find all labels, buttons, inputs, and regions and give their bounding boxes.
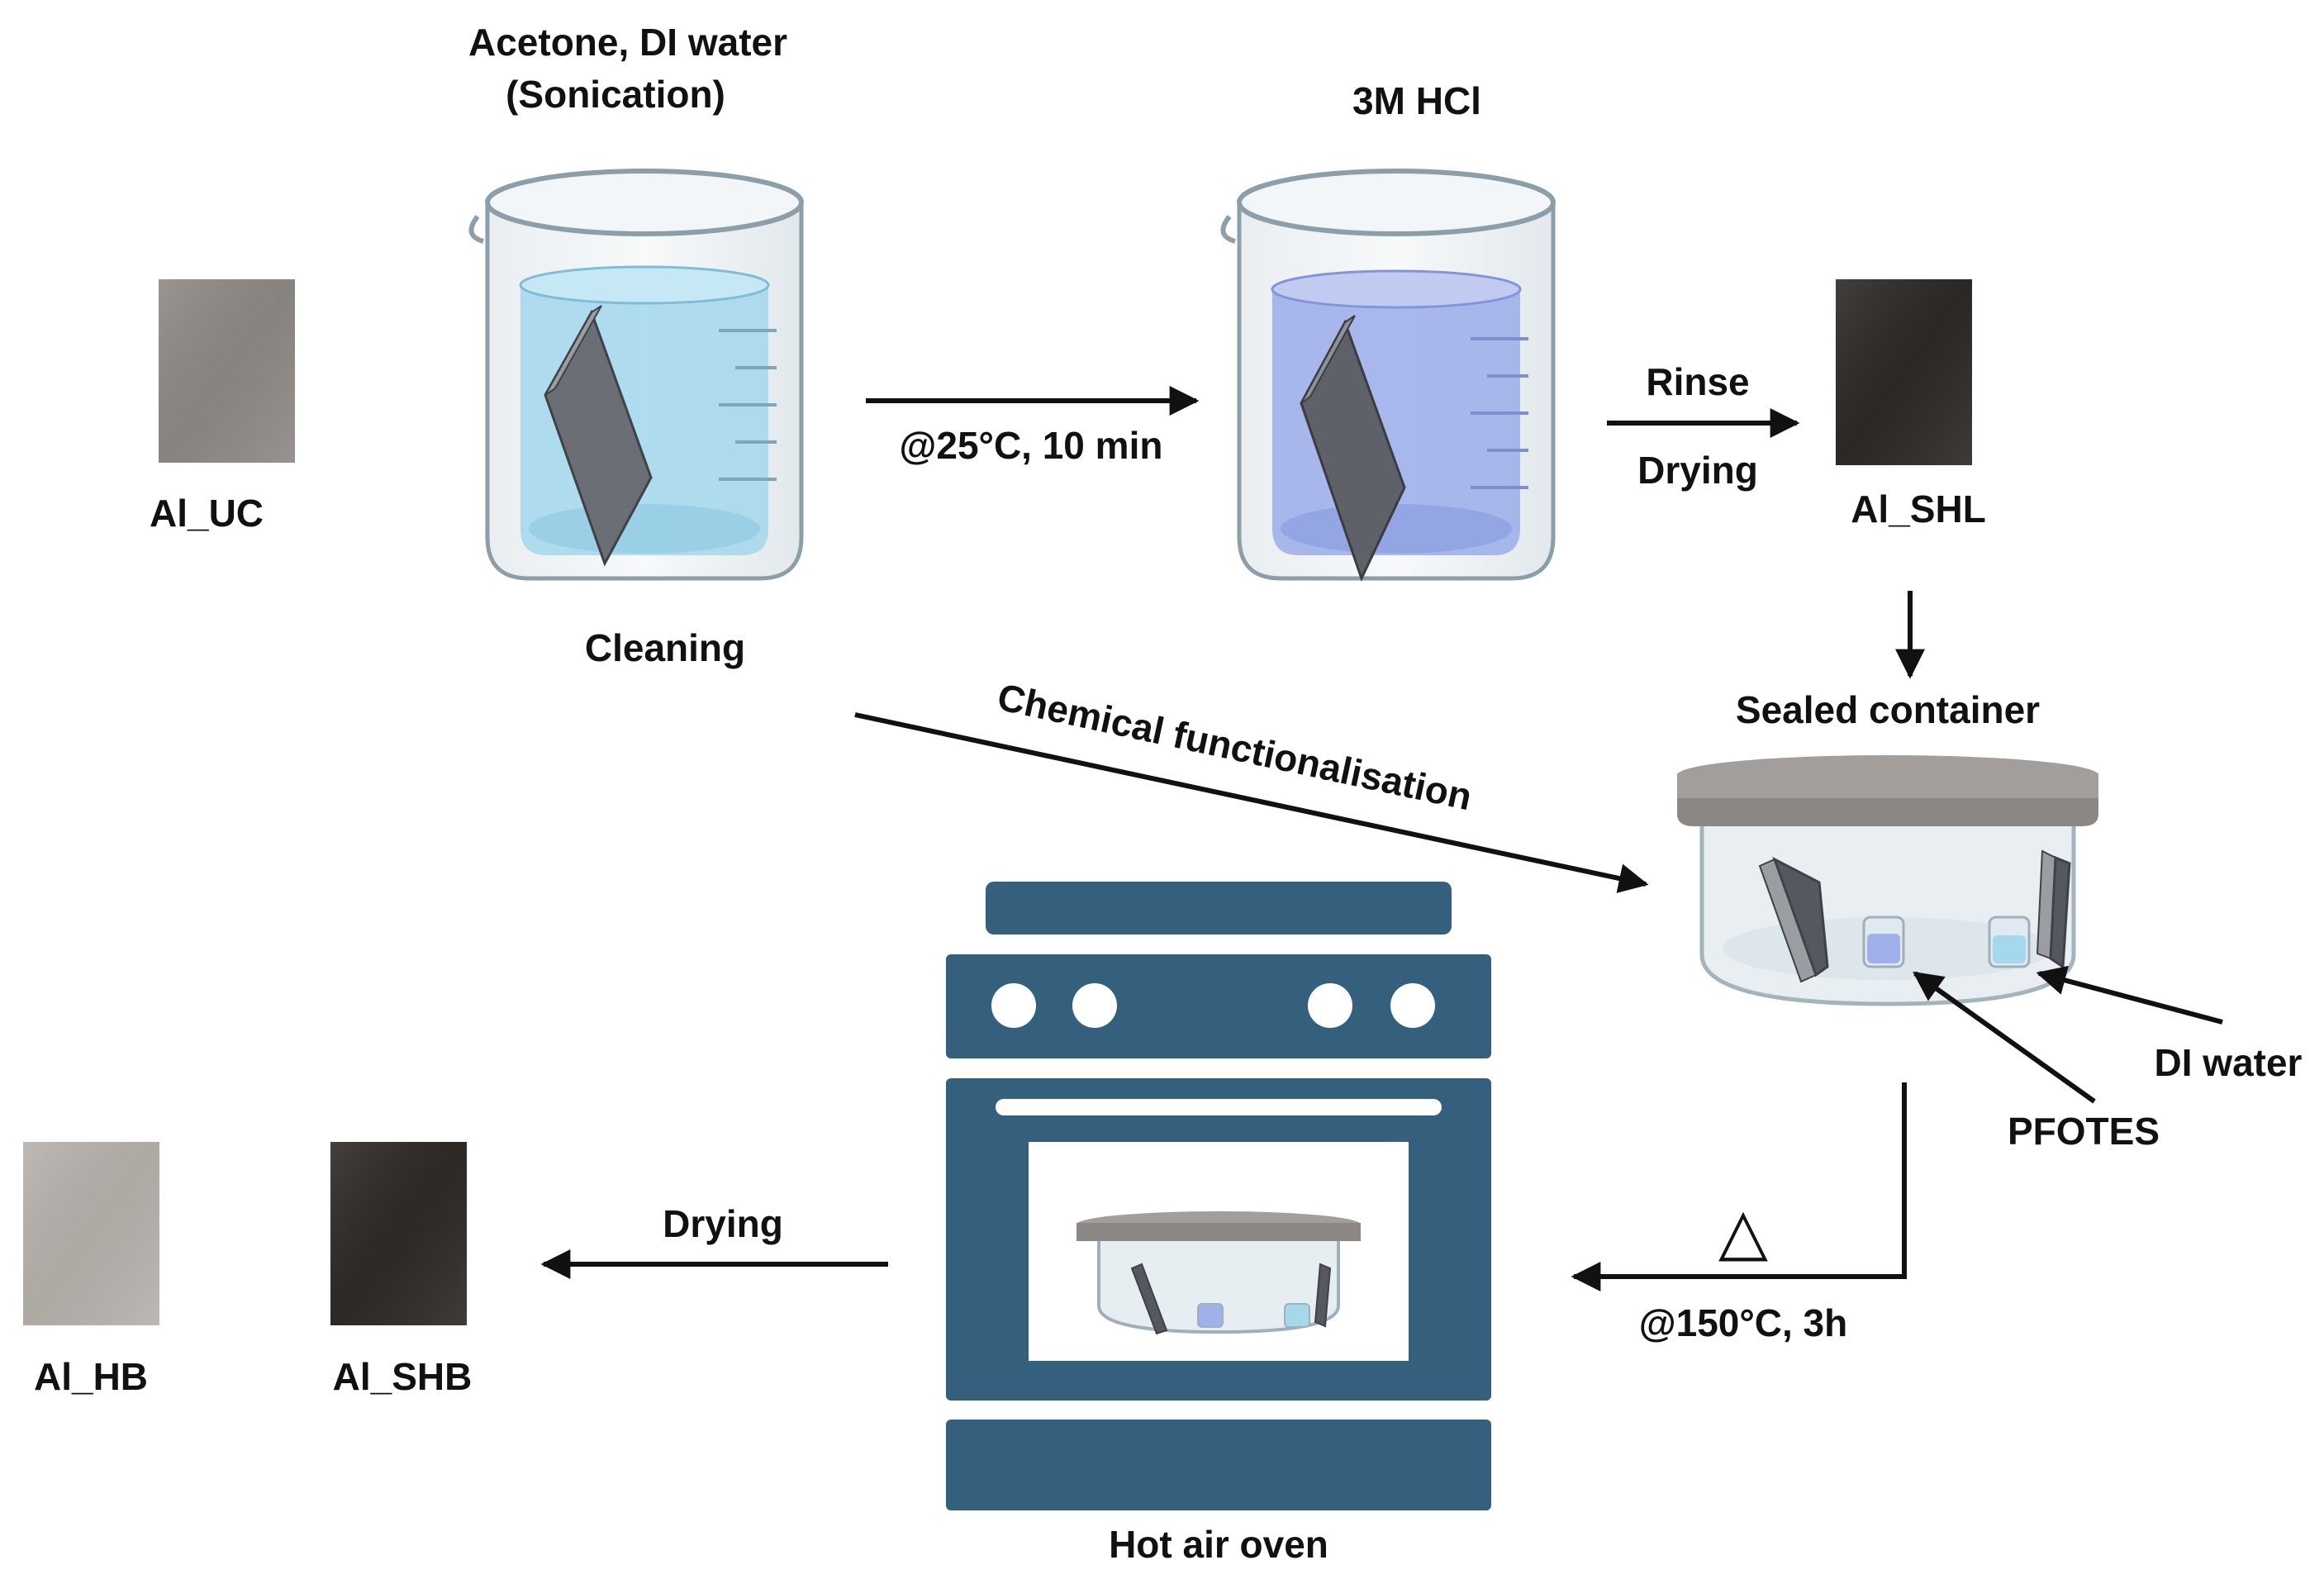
- heat-condition-label: @150°C, 3h: [1639, 1301, 1847, 1344]
- aluminium-plate: [1772, 856, 1829, 977]
- sample-al-uc-label: Al_UC: [150, 492, 264, 535]
- oven-knob: [1072, 983, 1117, 1028]
- sample-al-hb: Al_HB: [23, 1142, 159, 1398]
- drying-top-label: Drying: [1637, 449, 1758, 492]
- arrow-etch-to-shl: Rinse Drying: [1607, 360, 1800, 492]
- cleaning-label: Cleaning: [585, 626, 745, 669]
- sample-al-uc: Al_UC: [150, 279, 295, 535]
- sealed-container: [1677, 755, 2098, 1006]
- arrow-chemical-functionalisation: Chemical functionalisation: [854, 675, 1649, 893]
- sample-al-shb: Al_SHB: [330, 1142, 472, 1398]
- rinse-label: Rinse: [1646, 360, 1749, 403]
- oven-knob: [1390, 983, 1435, 1028]
- arrow-cleaning-to-etch: @25°C, 10 min: [866, 386, 1200, 467]
- pfotes-label: PFOTES: [2008, 1110, 2160, 1153]
- arrow-heat-to-oven: △ @150°C, 3h: [1571, 1082, 1907, 1344]
- heat-symbol: △: [1718, 1195, 1768, 1267]
- hot-air-oven-label: Hot air oven: [1109, 1523, 1328, 1566]
- hot-air-oven: Hot air oven: [946, 882, 1491, 1566]
- hcl-beaker: 3M HCl: [1220, 79, 1556, 582]
- drying-bottom-label: Drying: [663, 1202, 783, 1245]
- oven-knob: [991, 983, 1036, 1028]
- sealed-container-label: Sealed container: [1736, 688, 2040, 731]
- sample-al-shl: Al_SHL: [1836, 279, 1986, 530]
- sample-al-shb-label: Al_SHB: [333, 1355, 473, 1398]
- cleaning-solvent-line2: (Sonication): [506, 73, 725, 116]
- oven-knob: [1308, 983, 1352, 1028]
- sample-al-hb-label: Al_HB: [34, 1355, 148, 1398]
- pfotes-vial: [1862, 916, 1905, 968]
- di-water-vial: [1988, 916, 2031, 968]
- etch-condition-label: @25°C, 10 min: [900, 424, 1163, 467]
- di-water-label: DI water: [2155, 1041, 2303, 1084]
- di-water-pointer: [2036, 965, 2223, 1025]
- container-lid: [1677, 789, 2098, 826]
- etchant-label: 3M HCl: [1352, 79, 1481, 122]
- pfotes-pointer: [1913, 971, 2096, 1104]
- container-in-oven: [1076, 1211, 1361, 1335]
- arrow-oven-to-samples: Drying: [540, 1202, 888, 1279]
- sample-al-shl-label: Al_SHL: [1851, 487, 1986, 530]
- cleaning-beaker: Acetone, DI water (Sonication) Cleaning: [468, 21, 804, 669]
- oven-handle: [996, 1099, 1442, 1115]
- cleaning-solvent-line1: Acetone, DI water: [468, 21, 787, 64]
